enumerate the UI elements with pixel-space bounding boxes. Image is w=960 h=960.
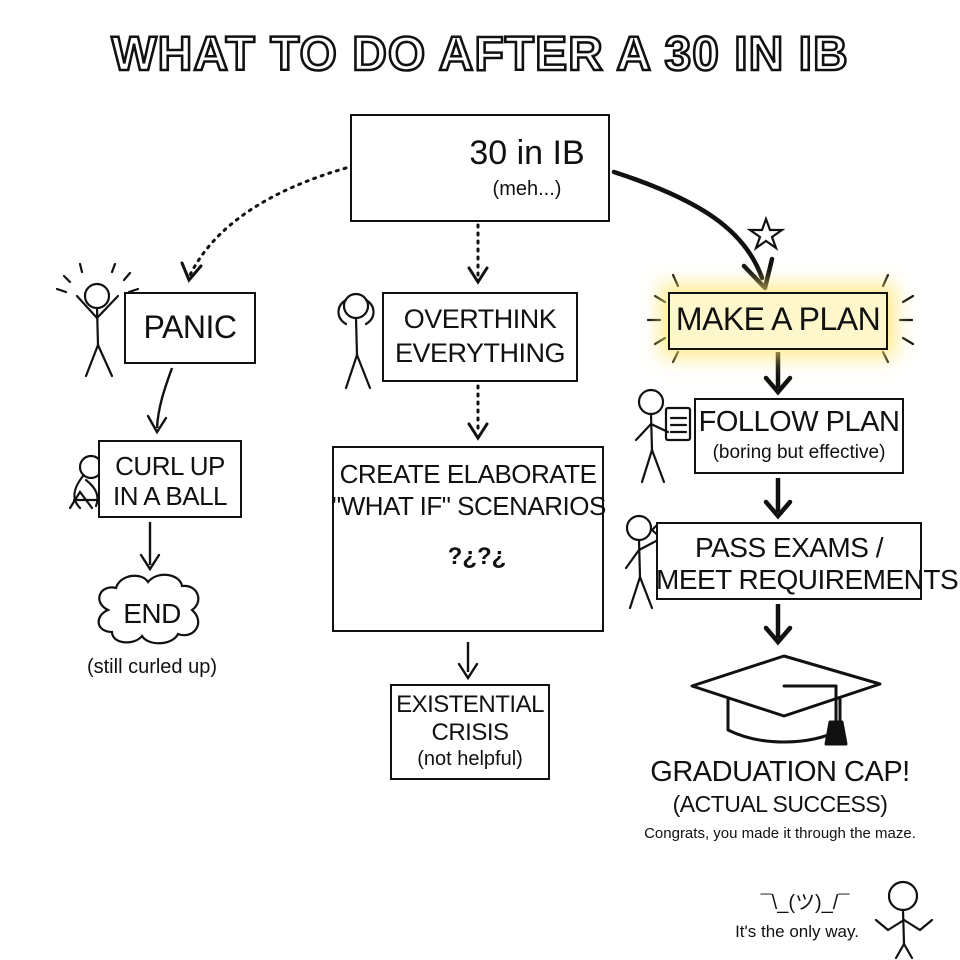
plan-glow-rays [646, 273, 915, 364]
follow-line1: FOLLOW PLAN [698, 406, 900, 438]
arrow-start-to-panic [188, 166, 348, 277]
plan-box [668, 292, 888, 350]
clipboard-figure-icon [634, 388, 692, 484]
thought-bubble-text: ?¿?¿ [447, 543, 507, 570]
overthink-box [382, 292, 578, 382]
arrow-start-to-panic-head [180, 261, 203, 283]
crisis-line2: CRISIS [431, 719, 509, 746]
scenarios-line1: CREATE ELABORATE [339, 459, 597, 489]
overthinking-figure-icon [337, 292, 375, 390]
shrug-emoticon: ¯\_(ツ)_/¯ [760, 892, 850, 914]
arrow-panic-to-curl [155, 367, 174, 429]
curled-figure-icon [68, 454, 104, 510]
curl-box [98, 440, 242, 518]
crisis-line1: EXISTENTIAL [396, 691, 544, 718]
pass-line2: MEET REQUIREMENTS [656, 564, 959, 595]
end-caption: (still curled up) [86, 656, 218, 678]
star-icon [746, 215, 786, 251]
plan-label: MAKE A PLAN [675, 301, 881, 337]
shrug-figure-icon [874, 880, 934, 960]
end-label: END [123, 598, 181, 629]
arrow-start-to-plan-head [741, 256, 775, 291]
panic-box [124, 292, 256, 364]
follow-box [694, 398, 904, 474]
pass-box [656, 522, 922, 600]
start-box [350, 114, 610, 222]
follow-line2: (boring but effective) [712, 442, 886, 463]
end-cloud-icon [97, 573, 200, 645]
graduation-caption: Congrats, you made it through the maze. [644, 825, 916, 842]
pass-line1: PASS EXAMS / [695, 532, 884, 563]
scenarios-line2: "WHAT IF" SCENARIOS [332, 491, 606, 521]
start-sublabel: (meh...) [492, 178, 562, 200]
scenarios-box [332, 446, 604, 632]
panic-label: PANIC [143, 309, 237, 345]
footer-caption: It's the only way. [735, 922, 859, 941]
arrow-start-to-overthink-head [467, 266, 489, 285]
graduation-line2: (ACTUAL SUCCESS) [672, 791, 888, 817]
graduation-cap-icon [690, 654, 882, 746]
panic-figure-icon [55, 262, 140, 378]
crisis-line3: (not helpful) [417, 748, 523, 770]
curl-line2: IN A BALL [112, 481, 228, 511]
crisis-box [390, 684, 550, 780]
curl-line1: CURL UP [115, 451, 225, 481]
overthink-line2: EVERYTHING [394, 338, 566, 368]
graduation-line1: GRADUATION CAP! [650, 756, 910, 788]
diagram-title: WHAT TO DO AFTER A 30 IN IB [110, 27, 849, 83]
overthink-line1: OVERTHINK [403, 304, 557, 334]
start-label: 30 in IB [469, 134, 585, 172]
arrow-start-to-plan [611, 169, 765, 281]
